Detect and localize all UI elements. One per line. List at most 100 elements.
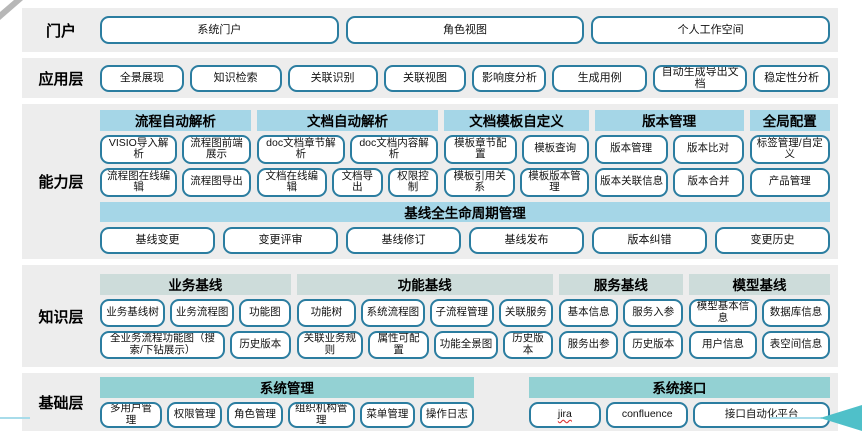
layer-label-knowledge: 知识层	[38, 308, 84, 326]
layer-label-application: 应用层	[38, 70, 84, 88]
baseline-item: 基线发布	[469, 226, 584, 254]
knowledge-item: 关联业务规则	[296, 330, 364, 359]
group-header: 文档模板自定义	[444, 109, 589, 131]
group-header: 版本管理	[594, 109, 744, 131]
application-item: 生成用例	[552, 64, 647, 92]
knowledge-item: 历史版本	[503, 330, 553, 359]
layer-band-knowledge: 知识层 业务基线 业务基线树 业务流程图 功能图 全业务流程功能图（搜索/下钻展…	[22, 265, 838, 367]
capability-item: 模板版本管理	[520, 167, 589, 197]
capability-item: doc文档内容解析	[349, 134, 439, 164]
knowledge-item: 业务流程图	[170, 298, 235, 327]
capability-item: 模板章节配置	[444, 134, 517, 164]
group-header: 模型基线	[688, 273, 830, 295]
knowledge-item: 业务基线树	[100, 298, 166, 327]
capability-item: 产品管理	[749, 167, 830, 197]
application-item: 知识检索	[189, 64, 282, 92]
foundation-group-system-interface: 系统接口 jira confluence 接口自动化平台	[528, 376, 830, 428]
capability-item: 版本关联信息	[594, 167, 669, 197]
capability-item: 文档导出	[331, 167, 383, 197]
bottom-right-line-decoration	[770, 417, 822, 419]
foundation-item: 权限管理	[167, 401, 223, 428]
application-item: 影响度分析	[472, 64, 547, 92]
foundation-item: 菜单管理	[359, 401, 416, 428]
application-item: 自动生成导出文档	[652, 64, 748, 92]
knowledge-item: 历史版本	[623, 330, 683, 359]
capability-group-template: 文档模板自定义 模板章节配置 模板查询 模板引用关系 模板版本管理	[444, 109, 589, 197]
capability-group-version: 版本管理 版本管理 版本比对 版本关联信息 版本合并	[594, 109, 744, 197]
portal-item: 角色视图	[345, 16, 585, 44]
knowledge-group-function: 功能基线 功能树 系统流程图 子流程管理 关联服务 关联业务规则 属性可配置 功…	[296, 273, 553, 359]
group-header: 系统管理	[100, 376, 474, 398]
baseline-item: 基线修订	[346, 226, 461, 254]
foundation-group-system-mgmt: 系统管理 多用户管理 权限管理 角色管理 组织机构管理 菜单管理 操作日志	[100, 376, 474, 428]
capability-group-doc-parse: 文档自动解析 doc文档章节解析 doc文档内容解析 文档在线编辑 文档导出 权…	[256, 109, 439, 197]
foundation-item: 组织机构管理	[287, 401, 355, 428]
knowledge-item: 功能全景图	[434, 330, 499, 359]
layer-label-foundation: 基础层	[38, 394, 84, 412]
capability-item: 文档在线编辑	[256, 167, 327, 197]
knowledge-item: 服务出参	[558, 330, 619, 359]
application-item: 全景展现	[100, 64, 184, 92]
capability-item: 版本比对	[672, 134, 744, 164]
foundation-item-jira: jira	[528, 401, 602, 428]
knowledge-item: 数据库信息	[762, 298, 831, 327]
application-item: 关联视图	[383, 64, 467, 92]
knowledge-item: 模型基本信息	[688, 298, 757, 327]
foundation-item-confluence: confluence	[606, 401, 689, 428]
bottom-left-line-decoration	[0, 417, 30, 419]
layer-band-foundation: 基础层 系统管理 多用户管理 权限管理 角色管理 组织机构管理 菜单管理 操作日…	[22, 373, 838, 431]
knowledge-group-service: 服务基线 基本信息 服务入参 服务出参 历史版本	[558, 273, 683, 359]
capability-item: 模板查询	[521, 134, 589, 164]
foundation-item: 多用户管理	[100, 401, 163, 428]
knowledge-item: 功能树	[296, 298, 357, 327]
knowledge-item: 关联服务	[498, 298, 553, 327]
knowledge-item: 属性可配置	[368, 330, 430, 359]
capability-item: 版本管理	[594, 134, 668, 164]
capability-item: VISIO导入解析	[100, 134, 178, 164]
capability-group-process-parse: 流程自动解析 VISIO导入解析 流程图前端展示 流程图在线编辑 流程图导出	[100, 109, 251, 197]
capability-item: 权限控制	[387, 167, 439, 197]
capability-group-global-config: 全局配置 标签管理/自定义 产品管理	[749, 109, 830, 197]
knowledge-group-business: 业务基线 业务基线树 业务流程图 功能图 全业务流程功能图（搜索/下钻展示） 历…	[100, 273, 291, 359]
group-header: 业务基线	[100, 273, 291, 295]
capability-item: 流程图前端展示	[182, 134, 251, 164]
group-header: 功能基线	[296, 273, 553, 295]
foundation-item: 操作日志	[420, 401, 474, 428]
application-item: 关联识别	[287, 64, 378, 92]
application-item: 稳定性分析	[753, 64, 830, 92]
group-header: 服务基线	[558, 273, 683, 295]
group-header: 全局配置	[749, 109, 830, 131]
baseline-lifecycle-header: 基线全生命周期管理	[100, 201, 830, 222]
baseline-item: 版本纠错	[592, 226, 707, 254]
capability-item: 流程图导出	[182, 167, 251, 197]
knowledge-group-model: 模型基线 模型基本信息 数据库信息 用户信息 表空间信息	[688, 273, 831, 359]
group-header: 系统接口	[528, 376, 830, 398]
knowledge-item: 表空间信息	[762, 330, 831, 359]
knowledge-item: 历史版本	[229, 330, 291, 359]
layer-band-capability: 能力层 流程自动解析 VISIO导入解析 流程图前端展示 流程图在线编辑 流程图…	[22, 104, 838, 259]
capability-item: doc文档章节解析	[256, 134, 345, 164]
layer-label-portal: 门户	[45, 22, 76, 40]
foundation-item: 接口自动化平台	[693, 401, 830, 428]
portal-item: 系统门户	[100, 16, 339, 44]
knowledge-item: 功能图	[239, 298, 291, 327]
knowledge-item: 服务入参	[623, 298, 683, 327]
layer-bands: 门户 系统门户 角色视图 个人工作空间 应用层 全景展现 知识检索 关联识别 关…	[22, 8, 838, 431]
knowledge-item: 基本信息	[558, 298, 619, 327]
knowledge-item: 系统流程图	[361, 298, 425, 327]
portal-item: 个人工作空间	[591, 16, 831, 44]
group-header: 流程自动解析	[100, 109, 251, 131]
left-arrow-decoration	[820, 405, 862, 431]
capability-item: 标签管理/自定义	[749, 134, 830, 164]
knowledge-item: 全业务流程功能图（搜索/下钻展示）	[100, 330, 225, 359]
baseline-item: 变更历史	[715, 226, 830, 254]
baseline-item: 基线变更	[100, 226, 215, 254]
layer-band-portal: 门户 系统门户 角色视图 个人工作空间	[22, 8, 838, 52]
foundation-item: 角色管理	[227, 401, 283, 428]
corner-decoration-inner	[0, 0, 14, 12]
baseline-item: 变更评审	[223, 226, 338, 254]
capability-item: 模板引用关系	[444, 167, 516, 197]
capability-item: 版本合并	[673, 167, 744, 197]
layer-label-capability: 能力层	[38, 174, 84, 191]
